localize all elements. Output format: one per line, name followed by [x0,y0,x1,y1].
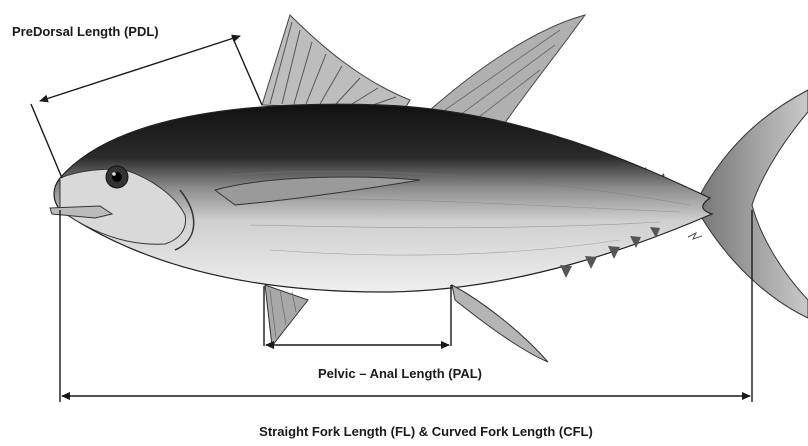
pal-label: Pelvic – Anal Length (PAL) [318,366,482,381]
caudal-fin [700,90,808,318]
pdl-arrow [40,36,240,101]
anal-fin [452,285,548,362]
pal-label-row: Pelvic – Anal Length (PAL) [0,366,808,381]
fl-label-row: Straight Fork Length (FL) & Curved Fork … [0,424,808,439]
pelvic-fin [265,285,308,346]
tuna-fish-illustration [50,15,808,362]
fl-label: Straight Fork Length (FL) & Curved Fork … [259,424,593,439]
pdl-snout-extension-line [31,104,62,178]
pdl-dorsal-extension-line [232,36,262,105]
pdl-label: PreDorsal Length (PDL) [12,24,159,39]
